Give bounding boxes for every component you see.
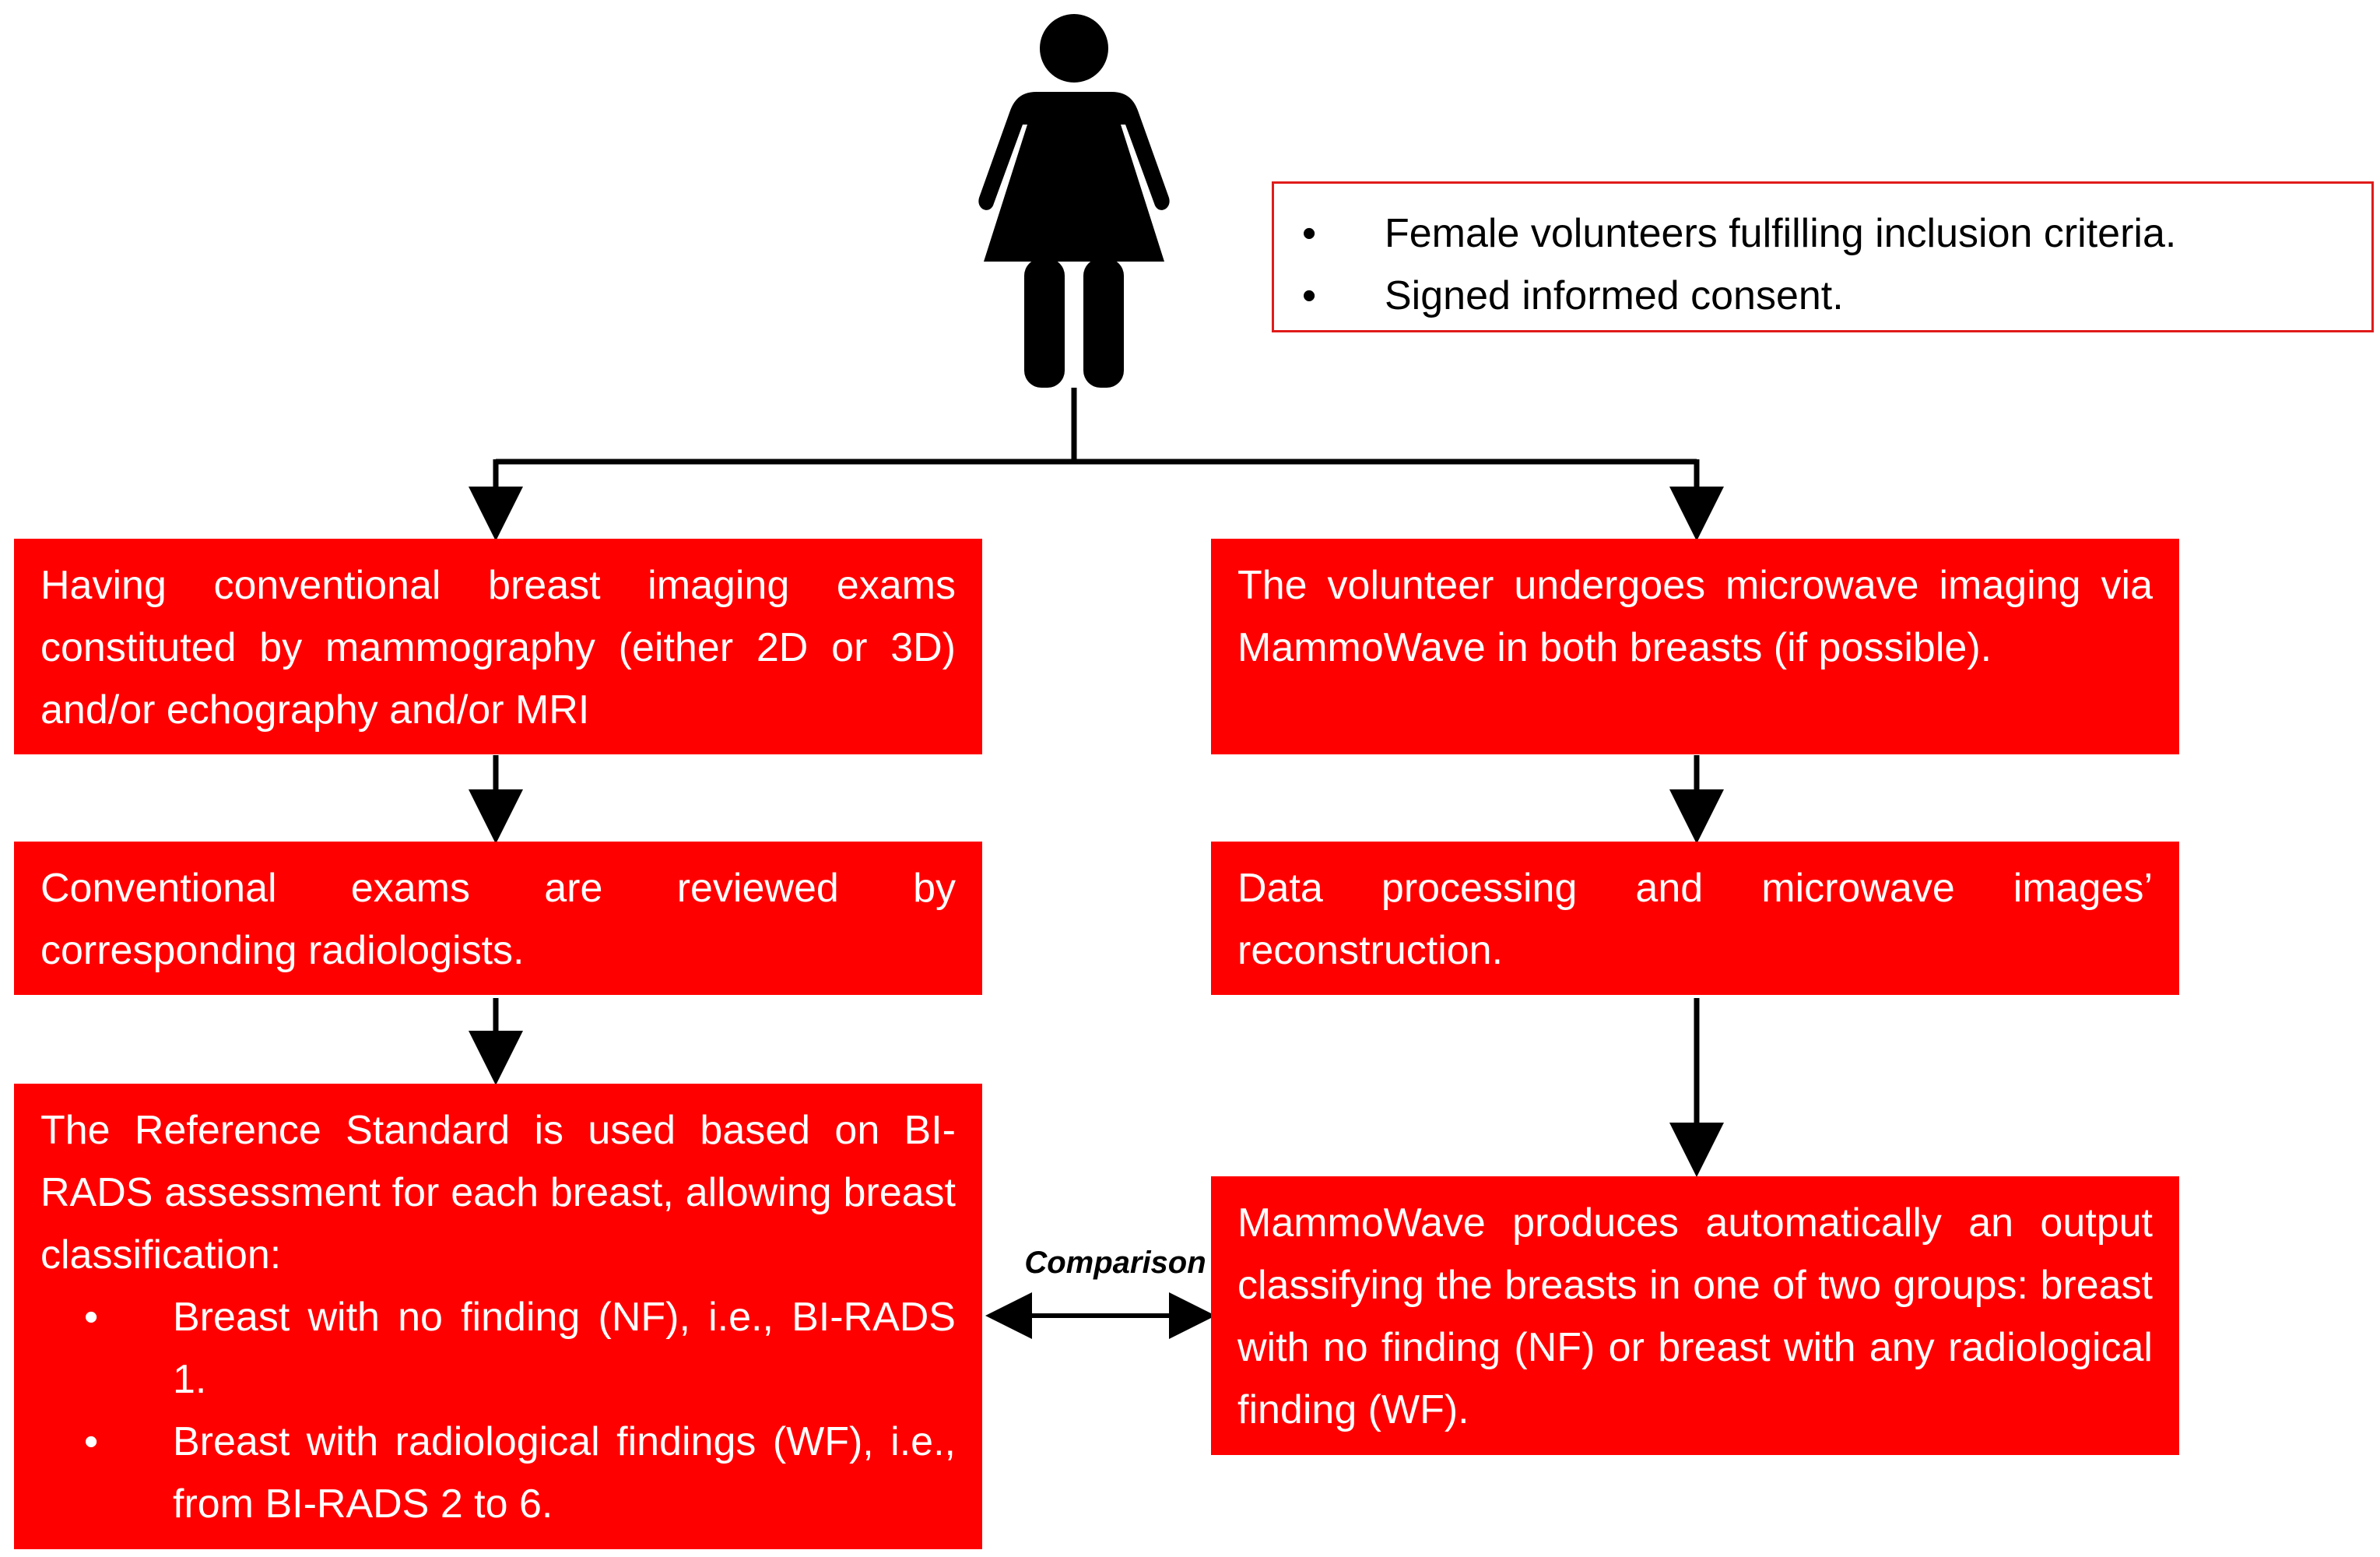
mammowave-output-box: MammoWave produces automatically an outp… — [1211, 1176, 2179, 1455]
birads-item-text: Breast with radiological findings (WF), … — [173, 1419, 956, 1527]
birads-item: • Breast with no finding (NF), i.e., BI-… — [40, 1286, 956, 1411]
criteria-item-text: Signed informed consent. — [1385, 273, 1844, 318]
microwave-imaging-box: The volunteer undergoes microwave imagin… — [1211, 539, 2179, 754]
conventional-imaging-box: Having conventional breast imaging exams… — [14, 539, 982, 754]
criteria-list: • Female volunteers fulfilling inclusion… — [1302, 202, 2348, 327]
criteria-item-text: Female volunteers fulfilling inclusion c… — [1385, 211, 2177, 256]
conventional-imaging-text: Having conventional breast imaging exams… — [40, 563, 956, 733]
radiologist-review-box: Conventional exams are reviewed by corre… — [14, 842, 982, 995]
bullet-icon: • — [84, 1295, 99, 1340]
bullet-icon: • — [1302, 211, 1317, 256]
birads-item-text: Breast with no finding (NF), i.e., BI-RA… — [173, 1295, 956, 1402]
radiologist-review-text: Conventional exams are reviewed by corre… — [40, 866, 956, 973]
mammowave-output-text: MammoWave produces automatically an outp… — [1237, 1200, 2153, 1432]
reference-standard-box: The Reference Standard is used based on … — [14, 1084, 982, 1549]
comparison-label: Comparison — [1024, 1246, 1206, 1280]
birads-item: • Breast with radiological findings (WF)… — [40, 1411, 956, 1535]
data-processing-box: Data processing and microwave images’ re… — [1211, 842, 2179, 995]
reference-standard-intro: The Reference Standard is used based on … — [40, 1108, 956, 1278]
woman-icon — [978, 14, 1170, 388]
criteria-item: • Signed informed consent. — [1302, 265, 2348, 327]
bullet-icon: • — [84, 1419, 99, 1464]
data-processing-text: Data processing and microwave images’ re… — [1237, 866, 2153, 973]
criteria-item: • Female volunteers fulfilling inclusion… — [1302, 202, 2348, 265]
birads-list: • Breast with no finding (NF), i.e., BI-… — [40, 1286, 956, 1535]
bullet-icon: • — [1302, 273, 1317, 318]
inclusion-criteria-box: • Female volunteers fulfilling inclusion… — [1272, 181, 2374, 332]
microwave-imaging-text: The volunteer undergoes microwave imagin… — [1237, 563, 2153, 670]
